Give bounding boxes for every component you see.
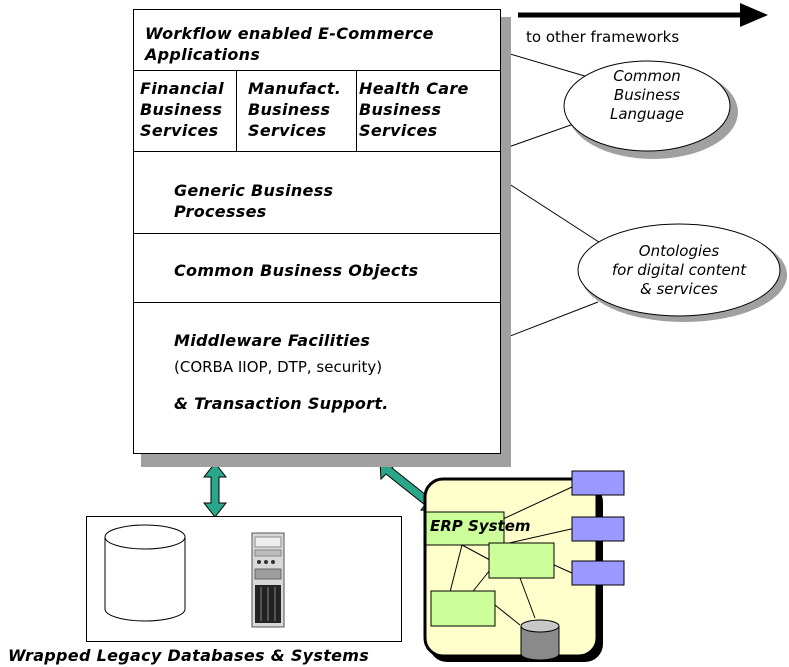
divider-services <box>134 151 500 152</box>
common-objects-label: Common Business Objects <box>174 261 419 280</box>
divider-processes <box>134 233 500 234</box>
ellipse-common-language <box>563 60 731 152</box>
ellipse-ontologies <box>577 223 781 317</box>
legacy-caption: Wrapped Legacy Databases & Systems <box>8 646 370 665</box>
transaction-support-label: & Transaction Support. <box>174 394 389 413</box>
framework-arrow-head <box>740 3 768 27</box>
generic-processes-label: Generic Business Processes <box>174 181 334 221</box>
erp-system-box <box>425 511 505 546</box>
divider-apps <box>134 70 500 71</box>
legacy-systems-box <box>86 516 402 642</box>
framework-stack: Workflow enabled E-Commerce Applications… <box>133 9 501 454</box>
service-divider-2 <box>356 70 357 151</box>
service-divider-1 <box>236 70 237 151</box>
erp-module-box-2 <box>430 590 496 627</box>
side-box-1 <box>571 470 625 496</box>
ontologies-text: Ontologies for digital content & service… <box>611 242 747 298</box>
erp-module-box-1 <box>488 542 555 579</box>
legacy-double-arrow <box>202 462 228 518</box>
middleware-title: Middleware Facilities <box>174 331 371 350</box>
ecommerce-apps-title: Workflow enabled E-Commerce Applications <box>145 24 434 64</box>
connector-line-4 <box>499 301 599 341</box>
database-cylinder-icon <box>104 524 186 622</box>
common-language-text: Common Business Language <box>609 67 685 123</box>
service-manufacturing: Manufact. Business Services <box>248 79 342 140</box>
service-health-care: Health Care Business Services <box>359 79 469 140</box>
side-box-3 <box>571 560 625 586</box>
middleware-detail: (CORBA IIOP, DTP, security) <box>174 358 383 376</box>
erp-database-icon <box>520 619 560 661</box>
side-box-2 <box>571 516 625 542</box>
erp-system-label: ERP System <box>430 517 531 535</box>
other-frameworks-label: to other frameworks <box>526 28 680 46</box>
server-tower-icon <box>251 532 285 628</box>
service-financial: Financial Business Services <box>140 79 224 140</box>
divider-objects <box>134 302 500 303</box>
connector-line-3 <box>499 177 606 247</box>
legacy-icons <box>104 524 285 628</box>
